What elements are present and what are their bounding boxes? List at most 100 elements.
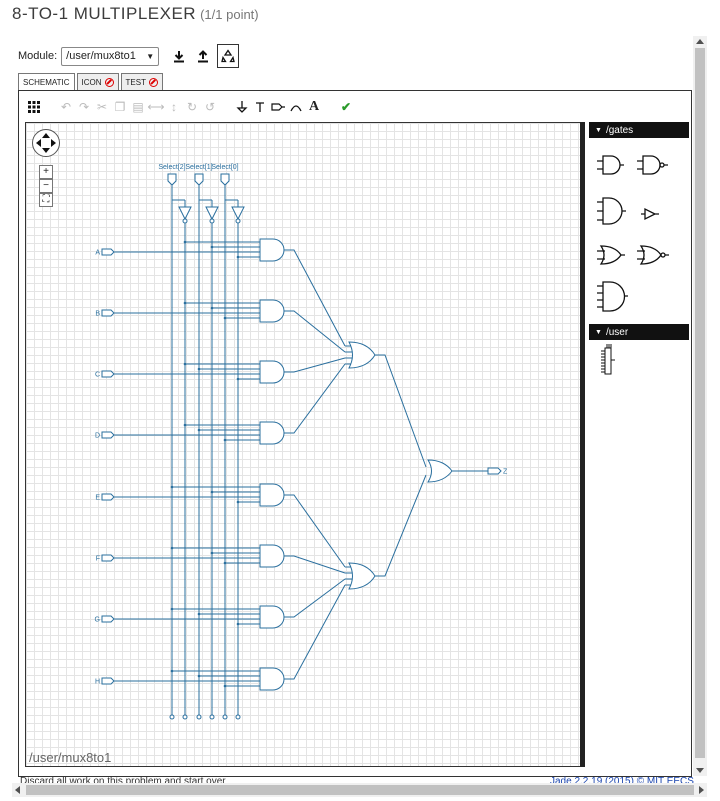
text-button[interactable]: A — [305, 98, 323, 116]
junction-dot — [223, 561, 227, 565]
junction-dot — [170, 607, 174, 611]
user-header-label: /user — [605, 326, 629, 338]
cut-button[interactable]: ✂ — [93, 98, 111, 116]
inverter-icon — [205, 206, 219, 221]
and-gate — [259, 605, 285, 629]
and2-gate-icon[interactable] — [597, 155, 624, 175]
points-label: (1/1 point) — [200, 7, 259, 22]
jumper-button[interactable] — [287, 98, 305, 116]
scroll-left-icon[interactable] — [15, 786, 20, 794]
flip-vertical-icon: ↕ — [171, 100, 177, 114]
inverter-icon — [231, 206, 245, 221]
scroll-down-icon[interactable] — [696, 768, 704, 773]
zoom-fit-button[interactable]: ⛶ — [39, 193, 53, 207]
paste-button[interactable]: ▤ — [129, 98, 147, 116]
vertical-scroll-thumb[interactable] — [695, 48, 705, 758]
horizontal-scroll-thumb[interactable] — [26, 785, 694, 795]
schematic-frame: ↶ ↷ ✂ ❐ ▤ ⟷ ↕ ↻ ↺ A ✔ + − ⛶ Select[2]Se — [18, 90, 692, 777]
user-header[interactable]: ▼/user — [589, 324, 689, 340]
triangle-down-icon: ▼ — [595, 126, 602, 134]
parts-bin: ▼/gates — [589, 122, 689, 767]
and-gate — [259, 544, 285, 568]
junction-dot — [223, 438, 227, 442]
tab-test[interactable]: TEST — [120, 73, 163, 90]
inverter-bubble — [182, 218, 188, 224]
input-port-icon — [101, 309, 115, 317]
copy-button[interactable]: ❐ — [111, 98, 129, 116]
tab-icon[interactable]: ICON — [76, 73, 119, 90]
download-button[interactable] — [169, 46, 189, 66]
nand2-gate-icon[interactable] — [637, 155, 668, 175]
tab-schematic[interactable]: SCHEMATIC — [18, 73, 75, 91]
input-label: F — [96, 556, 100, 563]
and-output-wire — [284, 357, 346, 373]
port-button[interactable] — [269, 98, 287, 116]
scroll-right-icon[interactable] — [699, 786, 704, 794]
or2-gate-icon[interactable] — [597, 245, 625, 265]
zoom-out-button[interactable]: − — [39, 179, 53, 193]
output-port-icon — [487, 467, 502, 475]
rotate-ccw-button[interactable]: ↺ — [201, 98, 219, 116]
module-name-label: /user/mux8to1 — [29, 750, 112, 765]
grid-button[interactable] — [25, 98, 43, 116]
gates-header[interactable]: ▼/gates — [589, 122, 689, 138]
junction-dot — [197, 428, 201, 432]
discard-work-link[interactable]: Discard all work on this problem and sta… — [20, 776, 226, 784]
module-select[interactable]: /user/mux8to1 ▼ — [61, 46, 160, 66]
port-icon — [271, 103, 285, 111]
junction-dot — [197, 367, 201, 371]
jade-version-link[interactable]: Jade 2.2.19 (2015) © MIT EECS — [550, 776, 694, 784]
redo-button[interactable]: ↷ — [75, 98, 93, 116]
junction-dot — [183, 301, 187, 305]
schematic-toolbar: ↶ ↷ ✂ ❐ ▤ ⟷ ↕ ↻ ↺ A ✔ — [25, 97, 355, 117]
tab-test-label: TEST — [125, 77, 146, 87]
and-output-wire — [284, 249, 346, 347]
junction-dot — [236, 377, 240, 381]
and4-gate-icon[interactable] — [597, 281, 628, 312]
pan-control[interactable] — [32, 129, 60, 157]
inverter-bubble — [209, 218, 215, 224]
wire-end-dot — [169, 714, 175, 720]
undo-button[interactable]: ↶ — [57, 98, 75, 116]
input-port-icon — [101, 431, 115, 439]
zoom-in-button[interactable]: + — [39, 165, 53, 179]
rotate-cw-button[interactable]: ↻ — [183, 98, 201, 116]
buffer-gate-icon[interactable] — [641, 207, 659, 221]
and3-gate-icon[interactable] — [597, 197, 626, 225]
ground-button[interactable] — [233, 98, 251, 116]
input-port-icon — [101, 677, 115, 685]
and-output-wire — [284, 494, 346, 568]
junction-dot — [223, 316, 227, 320]
input-port-icon — [101, 370, 115, 378]
scroll-up-icon[interactable] — [696, 39, 704, 44]
input-label: D — [95, 433, 100, 440]
or-gate — [348, 562, 376, 590]
and-gate — [259, 238, 285, 262]
input-label: B — [95, 311, 100, 318]
junction-dot — [210, 245, 214, 249]
final-or-gate — [427, 459, 453, 483]
check-icon: ✔ — [340, 100, 352, 114]
wire-end-dot — [182, 714, 188, 720]
junction-dot — [210, 551, 214, 555]
nor2-gate-icon[interactable] — [637, 245, 669, 265]
junction-dot — [197, 612, 201, 616]
input-port-icon — [194, 173, 204, 186]
tab-schematic-label: SCHEMATIC — [23, 78, 70, 87]
and-output-wire — [284, 584, 346, 680]
upload-button[interactable] — [193, 46, 213, 66]
vdd-button[interactable] — [251, 98, 269, 116]
horizontal-scrollbar[interactable] — [12, 783, 707, 797]
junction-dot — [210, 306, 214, 310]
reset-module-button[interactable] — [217, 44, 240, 68]
vertical-scrollbar[interactable] — [693, 36, 707, 776]
jade-editor: Module: /user/mux8to1 ▼ SCHEMATIC ICON T… — [18, 40, 692, 777]
user-module-mux8to1-icon[interactable] — [589, 340, 689, 380]
gates-palette[interactable] — [589, 138, 689, 318]
flip-h-button[interactable]: ⟷ — [147, 98, 165, 116]
flip-v-button[interactable]: ↕ — [165, 98, 183, 116]
undo-icon: ↶ — [60, 100, 72, 114]
check-button[interactable]: ✔ — [337, 98, 355, 116]
